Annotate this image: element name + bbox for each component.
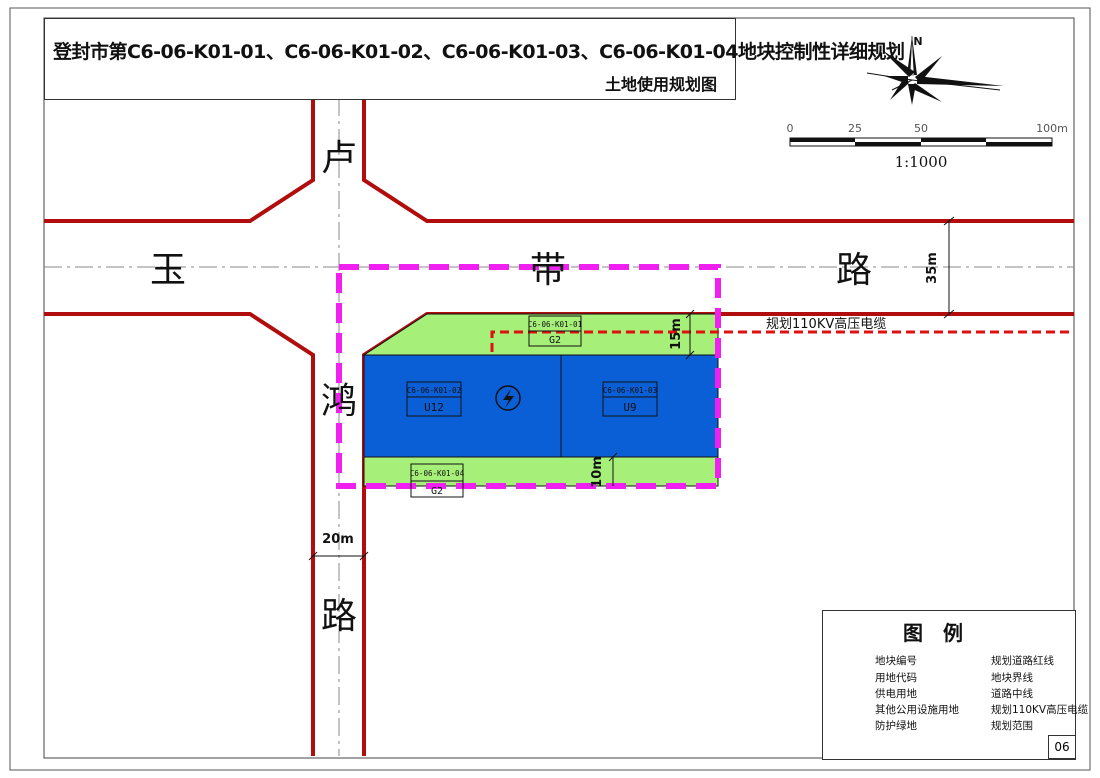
parcel-label-boxes — [406, 315, 658, 498]
parcel-public — [560, 354, 719, 458]
dim-35m: 35m — [925, 252, 940, 284]
cable-line — [490, 330, 1074, 352]
legend-item-red-line: 规划道路红线 — [991, 655, 1054, 667]
legend-item-cable: 规划110KV高压电缆 — [991, 704, 1089, 716]
road-label-v2: 鸿 — [321, 381, 357, 422]
road-label-v1: 卢 — [321, 138, 357, 179]
parcel-01-code: G2 — [549, 335, 561, 346]
road-label-h2: 带 — [530, 250, 566, 291]
page-number: 06 — [1048, 735, 1076, 759]
cable-label: 规划110KV高压电缆 — [766, 316, 886, 332]
north-label: N — [913, 35, 922, 48]
scale-tick-0: 0 — [787, 122, 794, 135]
dim-10m: 10m — [590, 456, 605, 488]
power-icon — [495, 385, 521, 411]
legend-item-range: 规划范围 — [991, 720, 1033, 732]
legend-item-power: 供电用地 — [875, 688, 917, 700]
map-title: 登封市第C6-06-K01-01、C6-06-K01-02、C6-06-K01-… — [53, 41, 905, 63]
parcel-01-id: C6-06-K01-01 — [528, 320, 582, 329]
dimension-lines — [308, 216, 955, 561]
outer-border — [9, 7, 1091, 771]
legend-item-green: 防护绿地 — [875, 720, 917, 732]
legend-item-land-code: 用地代码 — [875, 672, 917, 684]
planning-range — [336, 264, 721, 489]
road-label-v3: 路 — [321, 596, 357, 637]
road-label-h3: 路 — [836, 250, 872, 291]
legend-item-public: 其他公用设施用地 — [875, 704, 959, 716]
parcel-03-code: U9 — [623, 401, 636, 414]
parcel-04-code: G2 — [431, 486, 443, 497]
road-label-h1: 玉 — [150, 250, 186, 291]
legend-panel: 图例 地块编号 用地代码 供电用地 其他公用设施用地 防护绿地 规划道路红线 地… — [822, 610, 1088, 760]
parcel-04-id: C6-06-K01-04 — [410, 469, 465, 478]
dim-20m: 20m — [322, 532, 354, 547]
compass-rose-icon — [866, 35, 1004, 105]
scale-ratio: 1:1000 — [895, 153, 948, 171]
parcel-02-id: C6-06-K01-02 — [407, 386, 461, 395]
map-subtitle: 土地使用规划图 — [604, 75, 717, 94]
scale-tick-3: 100m — [1036, 122, 1068, 135]
legend-title: 图例 — [903, 621, 983, 645]
parcel-power — [363, 354, 562, 458]
parcel-03-id: C6-06-K01-03 — [603, 386, 657, 395]
legend-item-parcel-id: 地块编号 — [875, 655, 917, 667]
scale-bar — [789, 137, 1053, 147]
title-block: 登封市第C6-06-K01-01、C6-06-K01-02、C6-06-K01-… — [44, 18, 905, 100]
scale-tick-2: 50 — [914, 122, 928, 135]
parcel-02-code: U12 — [424, 401, 444, 414]
dim-15m: 15m — [669, 318, 684, 350]
scale-tick-1: 25 — [848, 122, 862, 135]
legend-item-boundary: 地块界线 — [991, 672, 1033, 684]
legend-item-centerline: 道路中线 — [991, 688, 1033, 700]
